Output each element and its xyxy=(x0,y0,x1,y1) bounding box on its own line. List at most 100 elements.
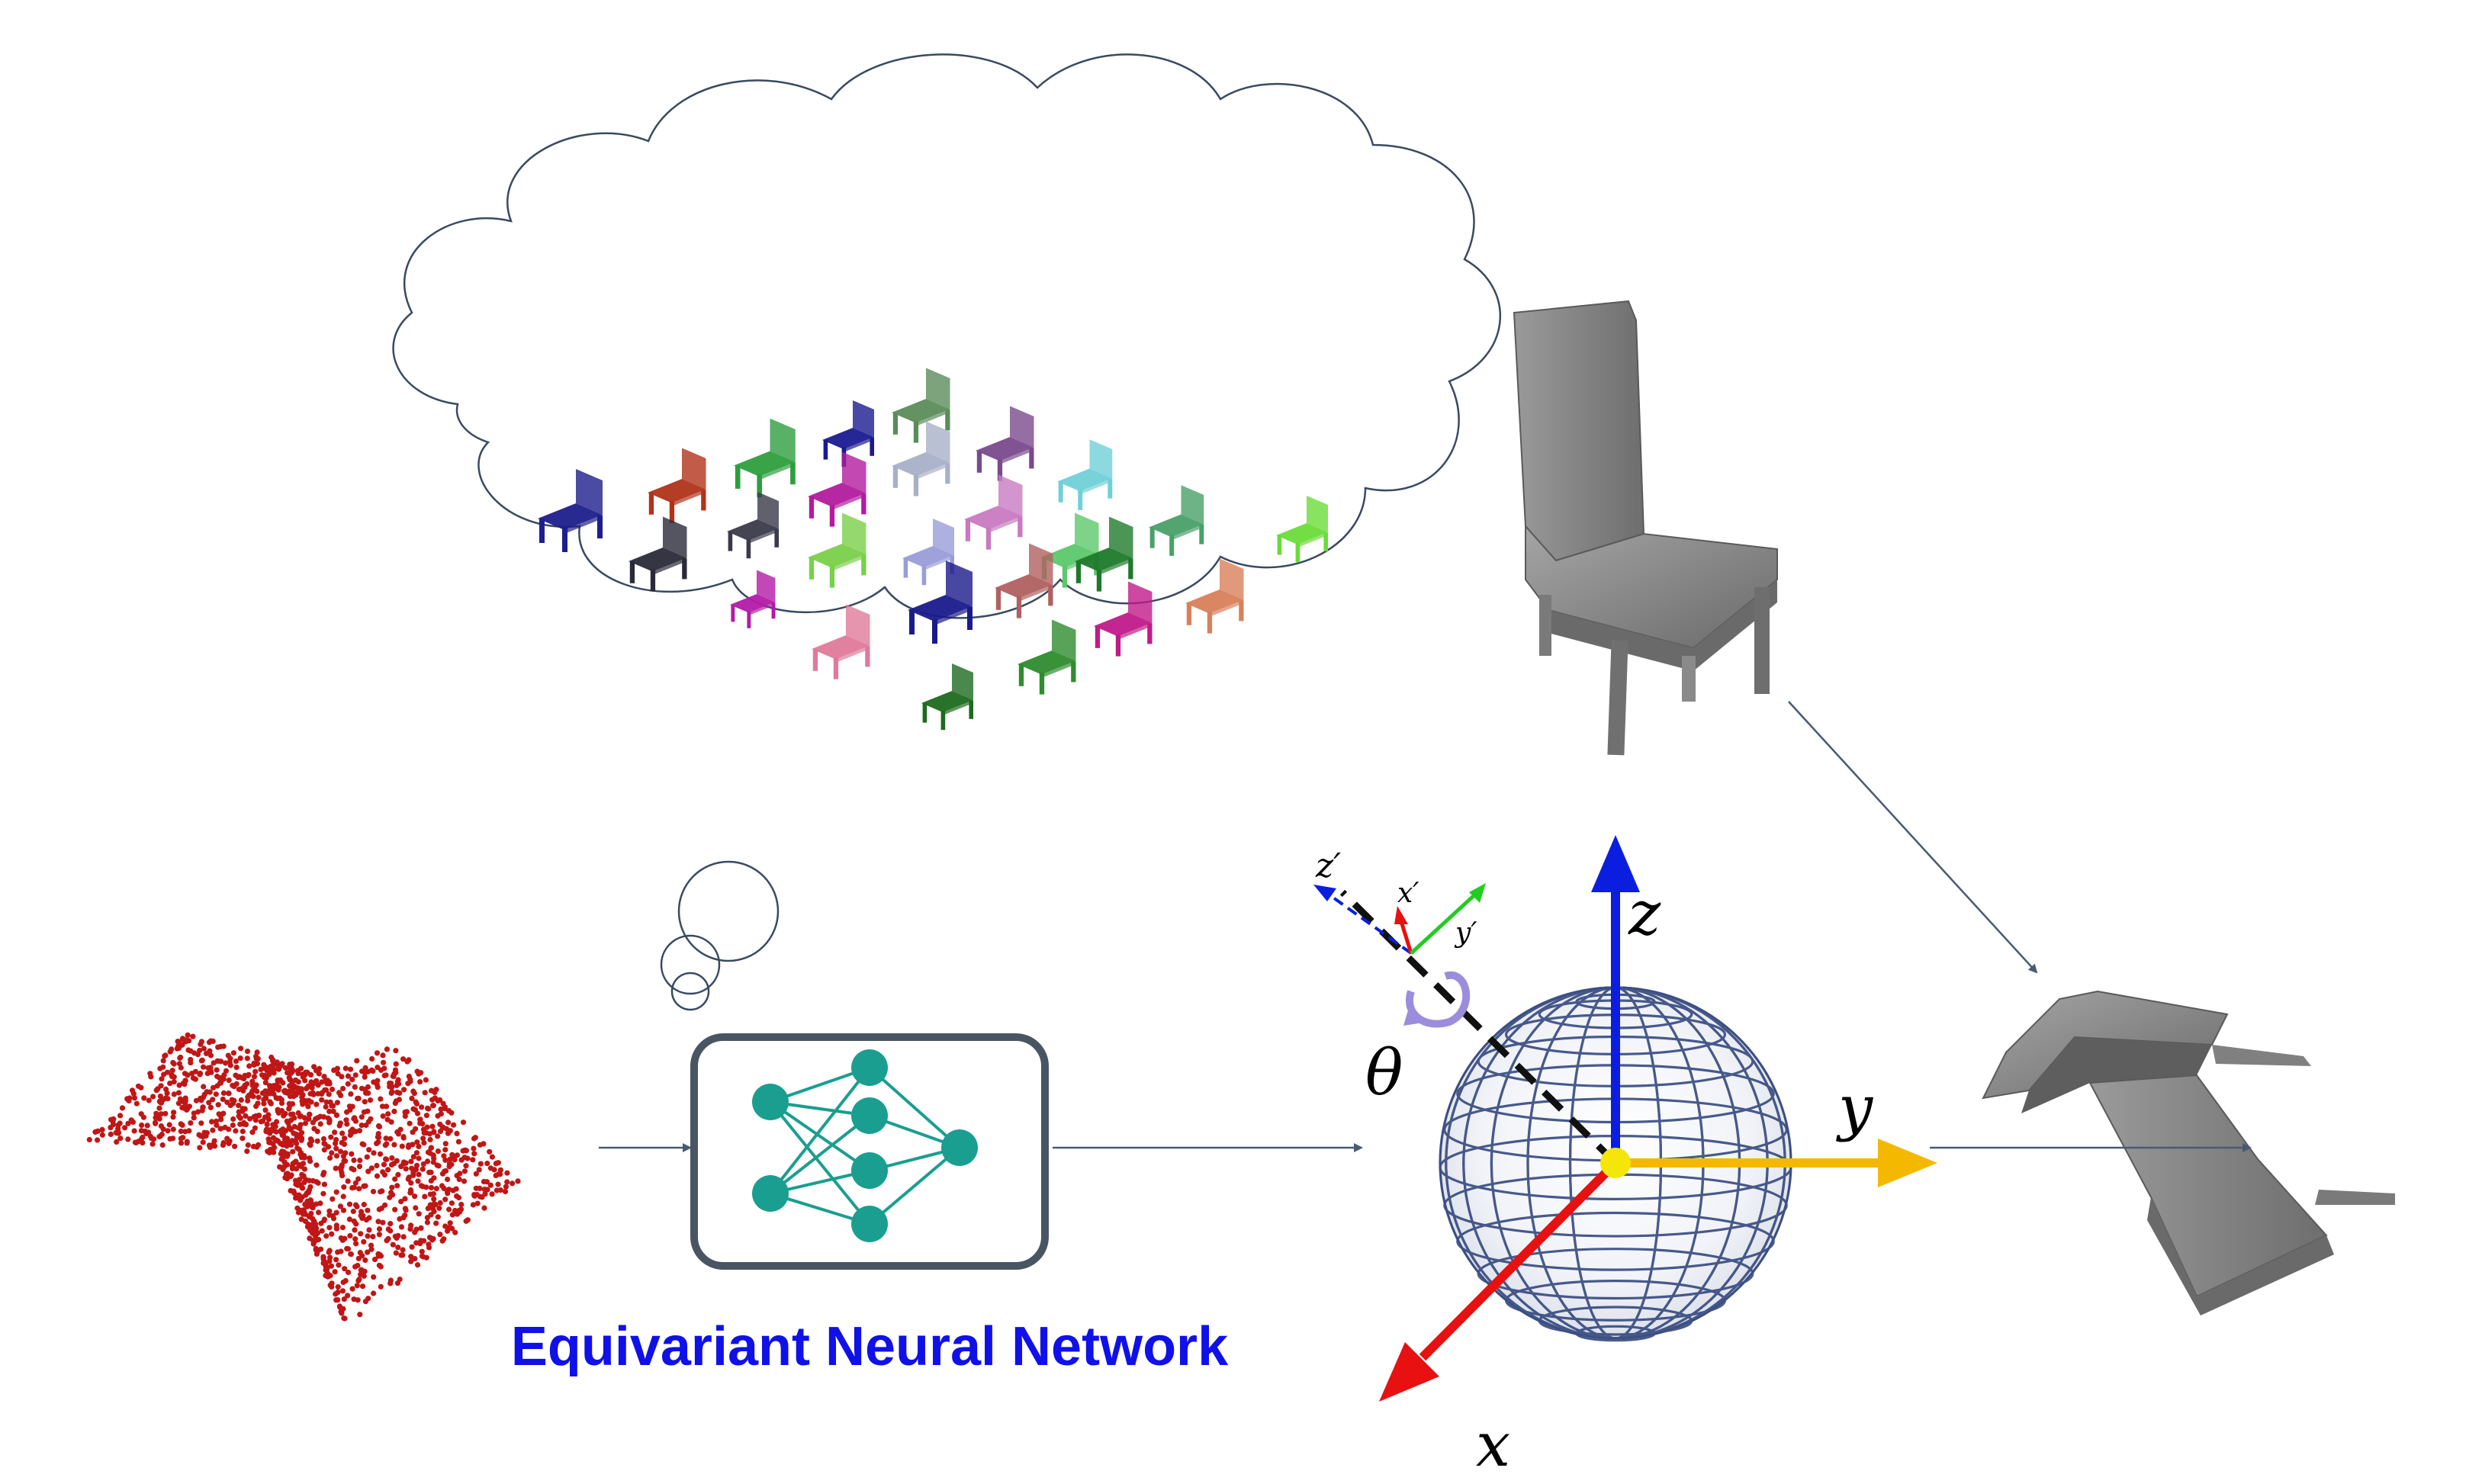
point xyxy=(206,1039,213,1046)
point xyxy=(427,1150,433,1156)
point xyxy=(352,1180,358,1186)
chair-collection xyxy=(538,368,1328,731)
point xyxy=(493,1172,499,1179)
point xyxy=(195,1109,201,1115)
point xyxy=(333,1297,339,1303)
point xyxy=(111,1116,117,1123)
point xyxy=(441,1236,447,1242)
point xyxy=(352,1227,358,1233)
point xyxy=(396,1081,402,1087)
point xyxy=(401,1087,407,1093)
point xyxy=(247,1116,253,1122)
point xyxy=(431,1196,437,1202)
point xyxy=(243,1113,249,1119)
point xyxy=(355,1262,361,1269)
point xyxy=(218,1058,224,1065)
point xyxy=(347,1232,353,1239)
point xyxy=(387,1221,394,1227)
point xyxy=(282,1174,288,1180)
point xyxy=(284,1135,290,1142)
point xyxy=(380,1219,386,1225)
point xyxy=(262,1107,268,1113)
point xyxy=(387,1194,393,1200)
point xyxy=(453,1186,459,1192)
point xyxy=(189,1071,195,1077)
point xyxy=(178,1140,185,1146)
point xyxy=(261,1100,267,1107)
point xyxy=(438,1106,444,1113)
point xyxy=(361,1273,367,1279)
point xyxy=(258,1066,264,1072)
point xyxy=(341,1184,347,1190)
point xyxy=(407,1120,413,1126)
point xyxy=(128,1117,134,1123)
point xyxy=(255,1055,261,1062)
point xyxy=(391,1071,397,1077)
point xyxy=(393,1250,399,1256)
axis-x-prime xyxy=(1394,906,1413,954)
point xyxy=(153,1120,159,1126)
point xyxy=(235,1074,241,1081)
point xyxy=(238,1046,244,1052)
point xyxy=(262,1094,269,1100)
point xyxy=(180,1135,186,1141)
point xyxy=(159,1076,165,1082)
chair-icon xyxy=(629,516,687,592)
point xyxy=(298,1163,304,1170)
point xyxy=(133,1100,140,1107)
point xyxy=(310,1230,316,1236)
point xyxy=(320,1190,326,1197)
point xyxy=(135,1139,141,1145)
point xyxy=(447,1156,453,1162)
point xyxy=(387,1080,393,1087)
point xyxy=(188,1060,194,1066)
point xyxy=(447,1220,453,1226)
point xyxy=(319,1097,325,1103)
chair-icon xyxy=(730,570,776,628)
point xyxy=(246,1063,252,1069)
point xyxy=(158,1111,164,1117)
point xyxy=(374,1162,380,1169)
point xyxy=(351,1184,357,1190)
point xyxy=(201,1129,207,1135)
point xyxy=(349,1129,355,1135)
point xyxy=(442,1197,448,1203)
point xyxy=(389,1184,395,1190)
point xyxy=(186,1103,192,1110)
point xyxy=(407,1076,413,1082)
rotation-arc-icon xyxy=(1403,971,1471,1028)
point xyxy=(477,1161,484,1167)
point xyxy=(321,1181,327,1187)
network-node xyxy=(851,1206,888,1242)
point xyxy=(344,1245,350,1251)
point xyxy=(414,1262,421,1268)
point xyxy=(230,1082,236,1088)
point xyxy=(515,1178,521,1184)
point xyxy=(362,1099,368,1105)
point xyxy=(304,1203,310,1209)
point xyxy=(421,1129,427,1136)
point xyxy=(355,1095,362,1101)
point xyxy=(503,1184,510,1190)
point xyxy=(393,1098,400,1104)
point xyxy=(320,1260,326,1266)
point xyxy=(351,1157,357,1164)
network-node xyxy=(851,1097,888,1134)
point xyxy=(178,1054,184,1061)
point xyxy=(424,1158,431,1164)
point xyxy=(314,1129,320,1135)
point xyxy=(416,1211,422,1217)
point xyxy=(384,1238,390,1244)
chair-icon xyxy=(964,474,1023,550)
point xyxy=(362,1074,368,1080)
point xyxy=(328,1134,334,1140)
point xyxy=(339,1288,346,1294)
point xyxy=(428,1184,435,1190)
point xyxy=(423,1184,429,1190)
point xyxy=(295,1110,301,1116)
point xyxy=(374,1050,381,1056)
point xyxy=(411,1167,417,1173)
point xyxy=(207,1089,213,1095)
point xyxy=(313,1225,319,1231)
